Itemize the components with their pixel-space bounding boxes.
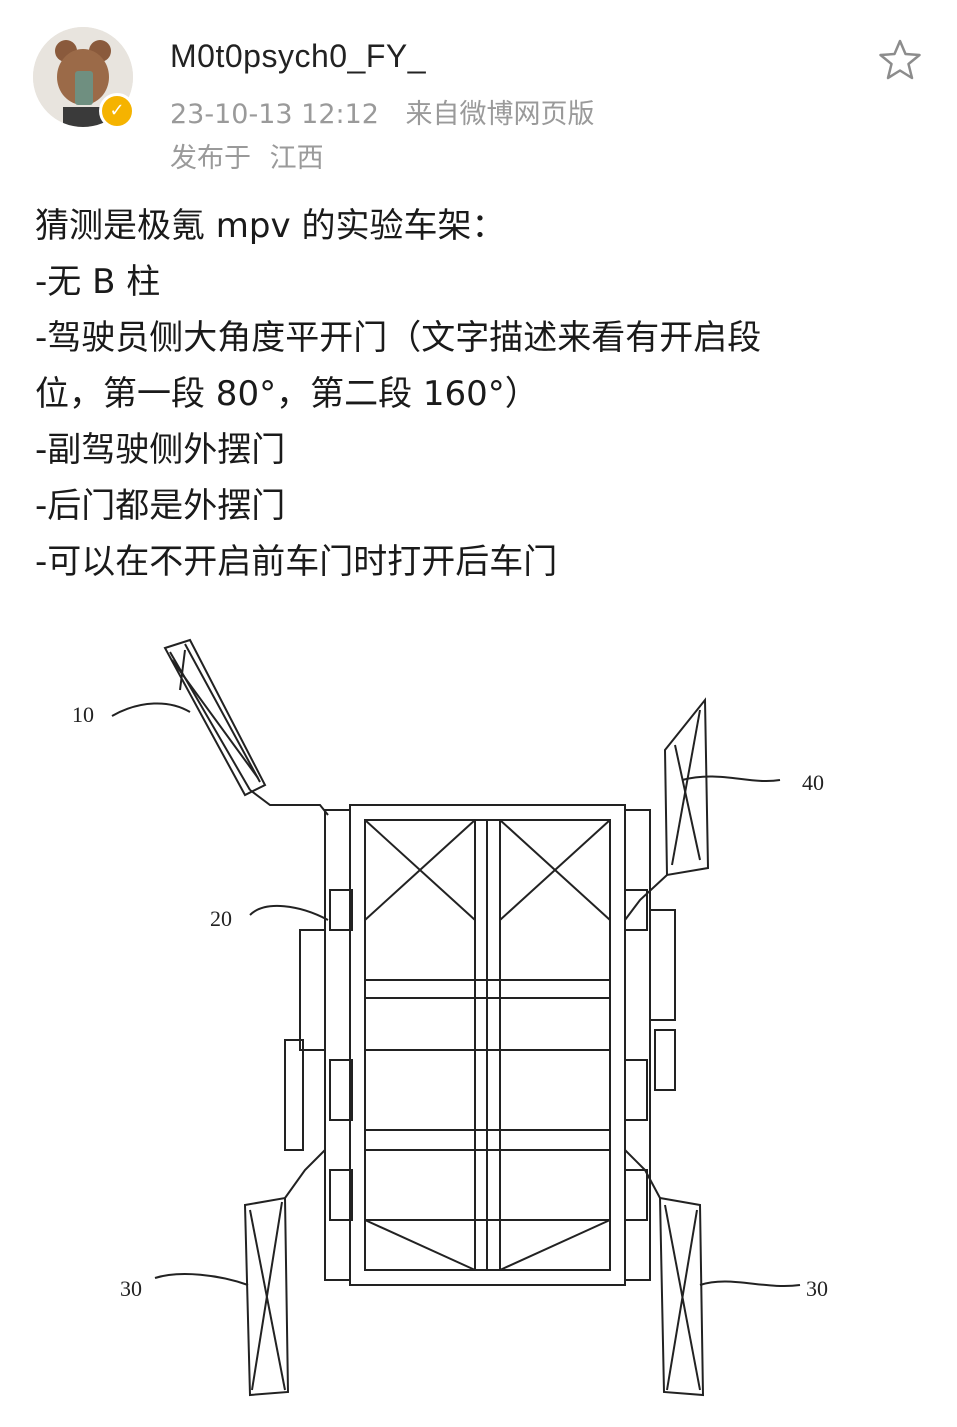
post-location: 发布于 江西	[170, 136, 324, 175]
post-line: -无 B 柱	[35, 262, 161, 302]
favorite-star-icon[interactable]	[878, 38, 922, 82]
username[interactable]: M0t0psych0_FY_	[170, 38, 427, 74]
avatar[interactable]: ✓	[33, 27, 137, 131]
post-line: -后门都是外摆门	[35, 486, 286, 526]
figure-label-30-left: 30	[120, 1276, 142, 1301]
location-prefix: 发布于	[170, 143, 251, 174]
verified-badge-icon: ✓	[99, 93, 135, 129]
post-line: 位，第一段 80°，第二段 160°）	[35, 374, 539, 414]
post-line: -驾驶员侧大角度平开门（文字描述来看有开启段	[35, 318, 762, 358]
post-source: 来自微博网页版	[405, 99, 595, 130]
figure-label-20: 20	[210, 906, 232, 931]
post-image-patent-drawing[interactable]: 10 20 40 30 30	[60, 630, 910, 1410]
post-meta: 23-10-13 12:12 来自微博网页版	[170, 92, 595, 131]
location-city: 江西	[269, 143, 324, 174]
post-timestamp: 23-10-13 12:12	[170, 99, 379, 130]
figure-label-10: 10	[72, 702, 94, 727]
avatar-image	[33, 27, 133, 127]
figure-label-40: 40	[802, 770, 824, 795]
figure-label-30-right: 30	[806, 1276, 828, 1301]
post-line: 猜测是极氪 mpv 的实验车架：	[35, 206, 506, 246]
post-line: -可以在不开启前车门时打开后车门	[35, 542, 558, 582]
post-text: 猜测是极氪 mpv 的实验车架： -无 B 柱 -驾驶员侧大角度平开门（文字描述…	[35, 198, 925, 590]
post-line: -副驾驶侧外摆门	[35, 430, 286, 470]
